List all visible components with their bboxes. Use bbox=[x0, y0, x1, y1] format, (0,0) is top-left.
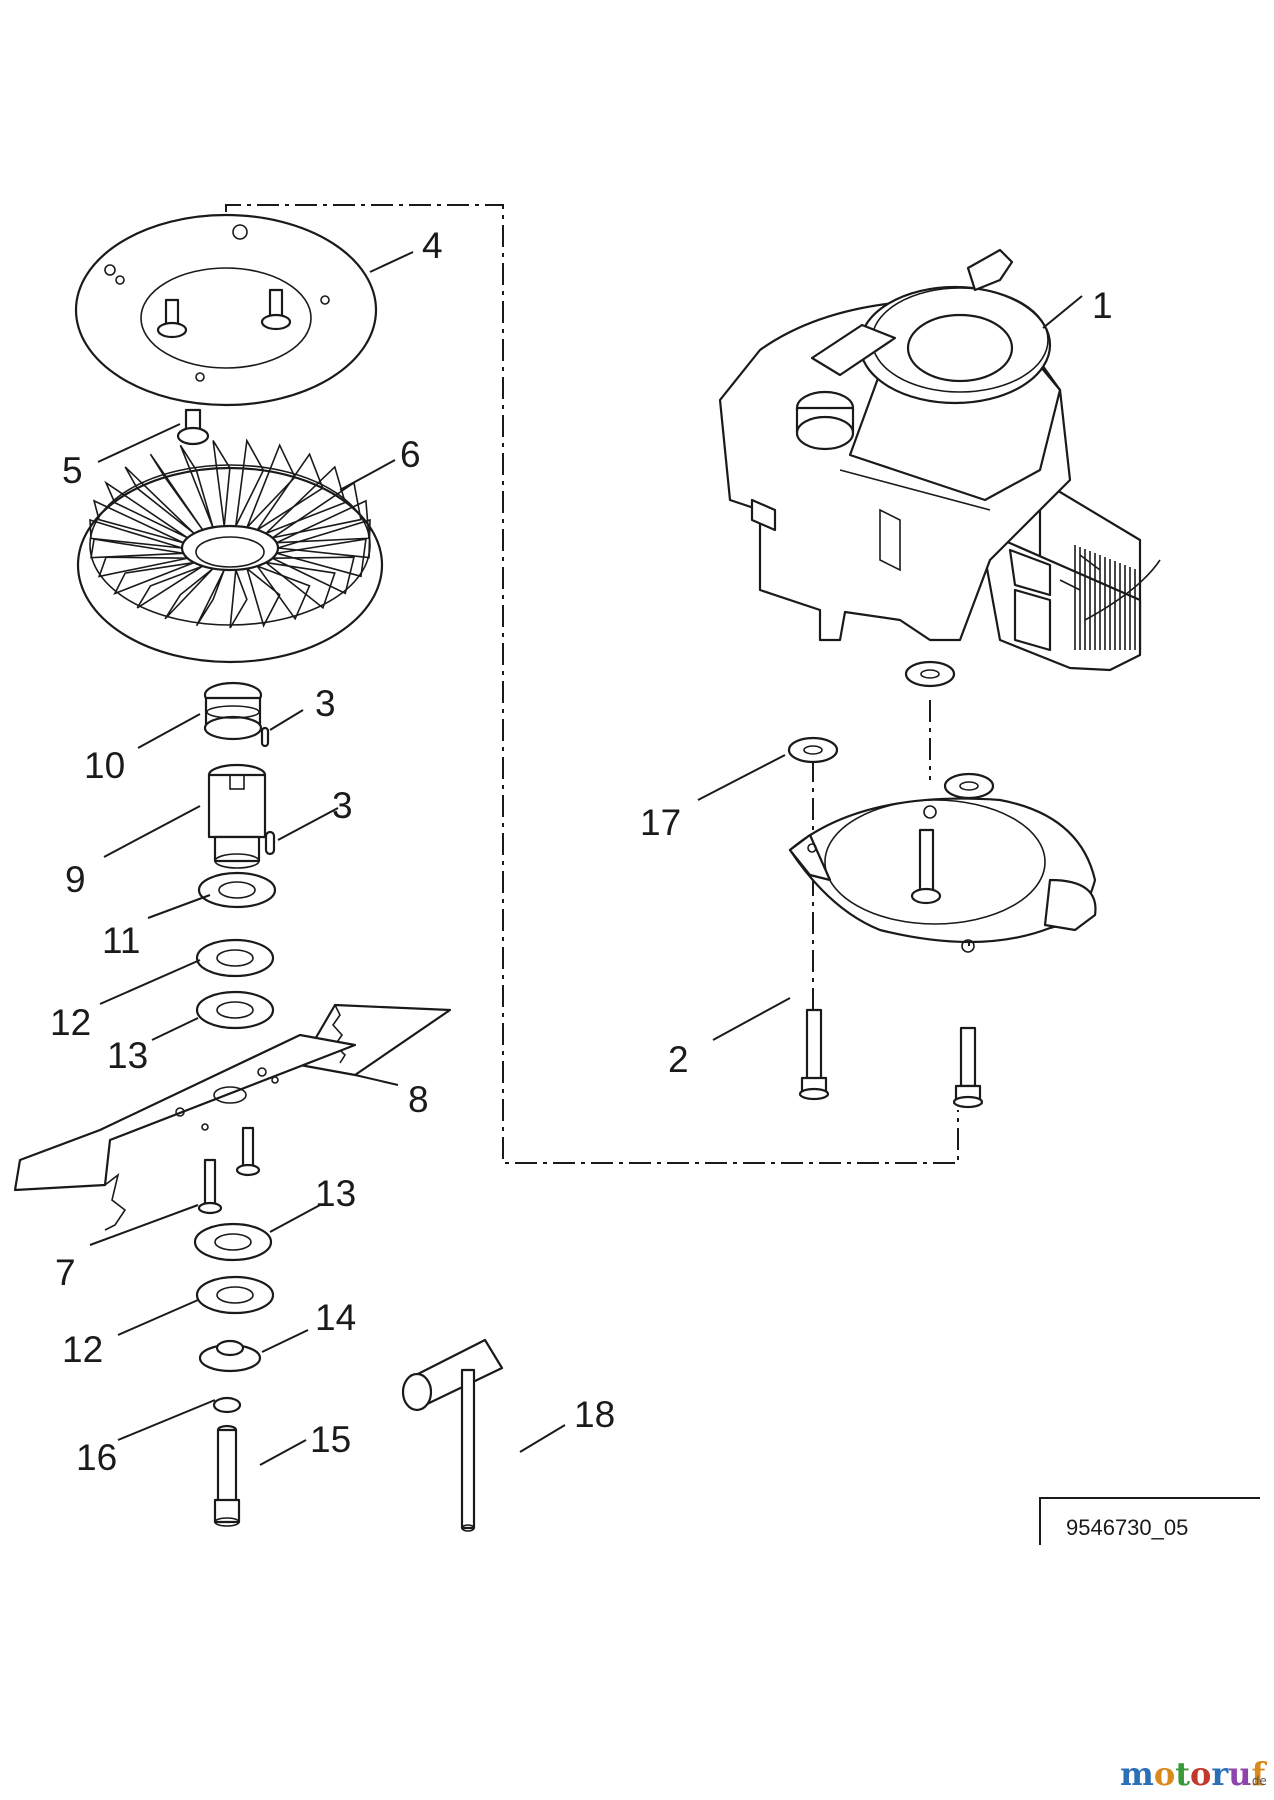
washer-17 bbox=[787, 736, 839, 764]
woodruff-key-lower bbox=[264, 830, 276, 856]
fan-blade bbox=[245, 566, 281, 628]
fan-blade bbox=[276, 499, 370, 544]
fan-blade bbox=[276, 538, 367, 578]
callout-11: 11 bbox=[102, 920, 140, 961]
watermark-brand: motoruf bbox=[1120, 1755, 1267, 1793]
washer-13-upper bbox=[195, 990, 275, 1030]
mower-blade bbox=[13, 1003, 452, 1231]
reference-box: 9546730_05 bbox=[1039, 1497, 1260, 1545]
leader-lines bbox=[89, 251, 1083, 1466]
fan-blade bbox=[113, 561, 195, 596]
callout-2: 2 bbox=[668, 1039, 689, 1080]
callout-8: 8 bbox=[408, 1079, 429, 1120]
fan-blade bbox=[212, 440, 231, 527]
hex-nut bbox=[176, 408, 210, 446]
callout-7: 7 bbox=[55, 1252, 76, 1293]
fan-blade bbox=[272, 556, 355, 595]
washer-12-lower bbox=[195, 1275, 275, 1315]
reference-number: 9546730_05 bbox=[1066, 1515, 1188, 1540]
engine-bolt-right bbox=[952, 1026, 984, 1109]
callout-3-upper: 3 bbox=[315, 683, 336, 724]
callout-13-upper: 13 bbox=[107, 1035, 148, 1076]
fan-blade bbox=[90, 538, 184, 559]
fan-blade bbox=[265, 465, 347, 535]
lock-washer bbox=[212, 1396, 242, 1414]
fan-blade bbox=[104, 480, 188, 539]
fan-blade bbox=[195, 569, 225, 627]
fan-blade bbox=[263, 561, 336, 610]
engine bbox=[718, 248, 1161, 672]
motoruf-watermark: motoruf .de bbox=[1120, 1755, 1267, 1793]
callout-10: 10 bbox=[84, 745, 125, 786]
blade-cup bbox=[198, 1339, 262, 1373]
fan-blade bbox=[149, 453, 204, 531]
callout-9: 9 bbox=[65, 859, 86, 900]
callout-14: 14 bbox=[315, 1297, 356, 1338]
woodruff-key-upper bbox=[260, 726, 270, 748]
washer-12-upper bbox=[195, 938, 275, 978]
mounting-plate bbox=[74, 213, 378, 407]
fan-blade bbox=[229, 569, 248, 629]
fan-blade bbox=[234, 438, 265, 527]
fan-blade bbox=[124, 466, 195, 535]
washer-11 bbox=[197, 871, 277, 909]
spark-plug-wrench bbox=[401, 1338, 504, 1532]
fan-blade bbox=[272, 481, 362, 539]
fan-blade bbox=[179, 444, 214, 528]
callout-5: 5 bbox=[62, 450, 83, 491]
fan-blade bbox=[136, 565, 204, 609]
fan-blade bbox=[89, 518, 183, 549]
callout-labels: 1 2 3 3 4 5 6 7 8 9 10 11 12 12 13 13 14… bbox=[50, 225, 1113, 1478]
washer-engine-top bbox=[904, 660, 956, 688]
blade-adapter bbox=[207, 763, 267, 869]
drive-pulley bbox=[203, 681, 263, 741]
deck-bolt-center bbox=[910, 828, 942, 905]
callout-18: 18 bbox=[574, 1394, 615, 1435]
washer-deck-right bbox=[943, 772, 995, 800]
blade-bolt-left bbox=[197, 1158, 223, 1215]
washer-13-lower bbox=[193, 1222, 273, 1262]
callout-6: 6 bbox=[400, 434, 421, 475]
fan-blade bbox=[246, 443, 296, 528]
fan-blade bbox=[256, 452, 324, 531]
engine-deck-mount bbox=[788, 797, 1097, 953]
callout-3-lower: 3 bbox=[332, 785, 353, 826]
callout-1: 1 bbox=[1092, 285, 1113, 326]
callout-12-lower: 12 bbox=[62, 1329, 103, 1370]
fan-blade bbox=[164, 567, 214, 620]
fan-blade bbox=[92, 499, 184, 544]
callout-4: 4 bbox=[422, 225, 443, 266]
cooling-fan bbox=[76, 438, 384, 664]
callout-13-lower: 13 bbox=[315, 1173, 356, 1214]
fan-blade bbox=[97, 556, 188, 578]
center-bolt bbox=[213, 1424, 241, 1527]
callout-16: 16 bbox=[76, 1437, 117, 1478]
blade-bolt-right bbox=[235, 1126, 261, 1177]
callout-12-upper: 12 bbox=[50, 1002, 91, 1043]
callout-15: 15 bbox=[310, 1419, 351, 1460]
engine-bolt-left bbox=[798, 1008, 830, 1101]
callout-17: 17 bbox=[640, 802, 681, 843]
watermark-tld: .de bbox=[1248, 1774, 1267, 1788]
